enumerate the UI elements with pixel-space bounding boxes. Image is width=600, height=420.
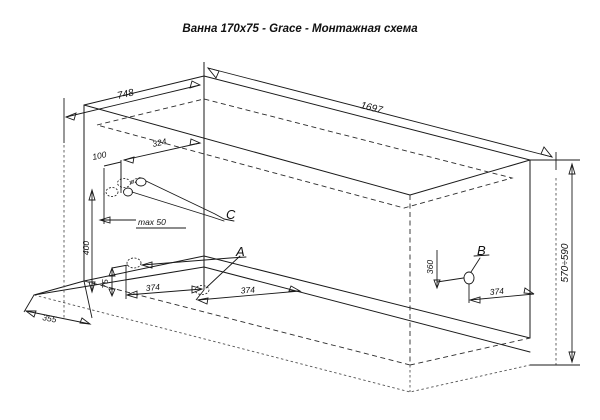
bath-front-top-edge	[83, 255, 531, 339]
front-center-fitting-group: A	[194, 244, 247, 295]
drawing-title: Ванна 170x75 - Grace - Монтажная схема	[182, 23, 418, 35]
front-left-fitting-group	[126, 257, 231, 269]
bath-floor-left-edge	[33, 280, 85, 296]
top-fitting-hole-1	[117, 178, 131, 188]
callout-b-label: B	[477, 243, 486, 258]
callout-c-leader-1	[145, 180, 225, 220]
callout-c-leader-2	[131, 191, 225, 222]
bath-outline-group	[33, 75, 557, 393]
top-fittings-group: C	[105, 177, 236, 222]
dimension-75-label: 75	[100, 279, 110, 289]
callout-c-underline	[223, 218, 235, 222]
dimension-75: 75	[100, 264, 129, 298]
right-fitting-group: B	[463, 243, 490, 285]
dimension-400: 400	[81, 188, 96, 294]
dimension-355-label: 355	[42, 312, 58, 325]
dimension-360-label: 360	[425, 260, 435, 274]
dimension-374-center: 374	[195, 285, 302, 305]
top-fitting-hole-3	[105, 187, 119, 197]
dimension-1697-label: 1697	[359, 100, 384, 116]
bath-inner-rim	[96, 98, 514, 209]
dimension-max-50: max 50	[98, 193, 186, 229]
dimension-374-left-label: 374	[145, 282, 160, 293]
callout-b-underline	[473, 254, 490, 257]
dimension-748-label: 748	[116, 87, 135, 102]
dimension-400-label: 400	[81, 241, 91, 255]
dimension-1697: 1697	[203, 62, 557, 170]
dimension-374-right: 374	[468, 284, 535, 304]
dimension-374-left: 374	[125, 256, 205, 299]
dimension-overall-height: 570÷590	[530, 159, 580, 366]
callout-a-underline	[229, 256, 247, 259]
bath-bottom-hidden-edge-right	[409, 337, 531, 366]
bath-floor-hidden-outline	[33, 294, 531, 393]
callout-a-leader-2	[205, 255, 241, 289]
dimension-100-label: 100	[91, 149, 107, 162]
bath-bottom-hidden-edge-left	[83, 280, 411, 366]
dimension-overall-height-label: 570÷590	[560, 243, 571, 282]
top-fitting-hole-4	[123, 187, 133, 197]
dimension-324-label: 324	[151, 136, 167, 149]
dimension-324: 324	[120, 99, 205, 190]
dimension-100: 100	[91, 149, 122, 195]
top-fitting-hole-2	[135, 177, 147, 187]
right-fitting-hole	[463, 271, 475, 285]
dimension-360: 360	[425, 250, 471, 290]
front-left-fitting-hole	[126, 257, 142, 269]
dimension-max-50-label: max 50	[138, 217, 166, 227]
dimension-374-right-label: 374	[489, 286, 504, 297]
dimension-374-center-label: 374	[240, 285, 255, 296]
callout-a-leader-1	[141, 257, 231, 266]
callout-c-label: C	[226, 207, 236, 222]
dimension-748: 748	[63, 62, 205, 143]
callout-b-leader	[470, 257, 481, 273]
callout-a-label: A	[235, 244, 245, 259]
dimension-355: 355	[23, 280, 93, 325]
